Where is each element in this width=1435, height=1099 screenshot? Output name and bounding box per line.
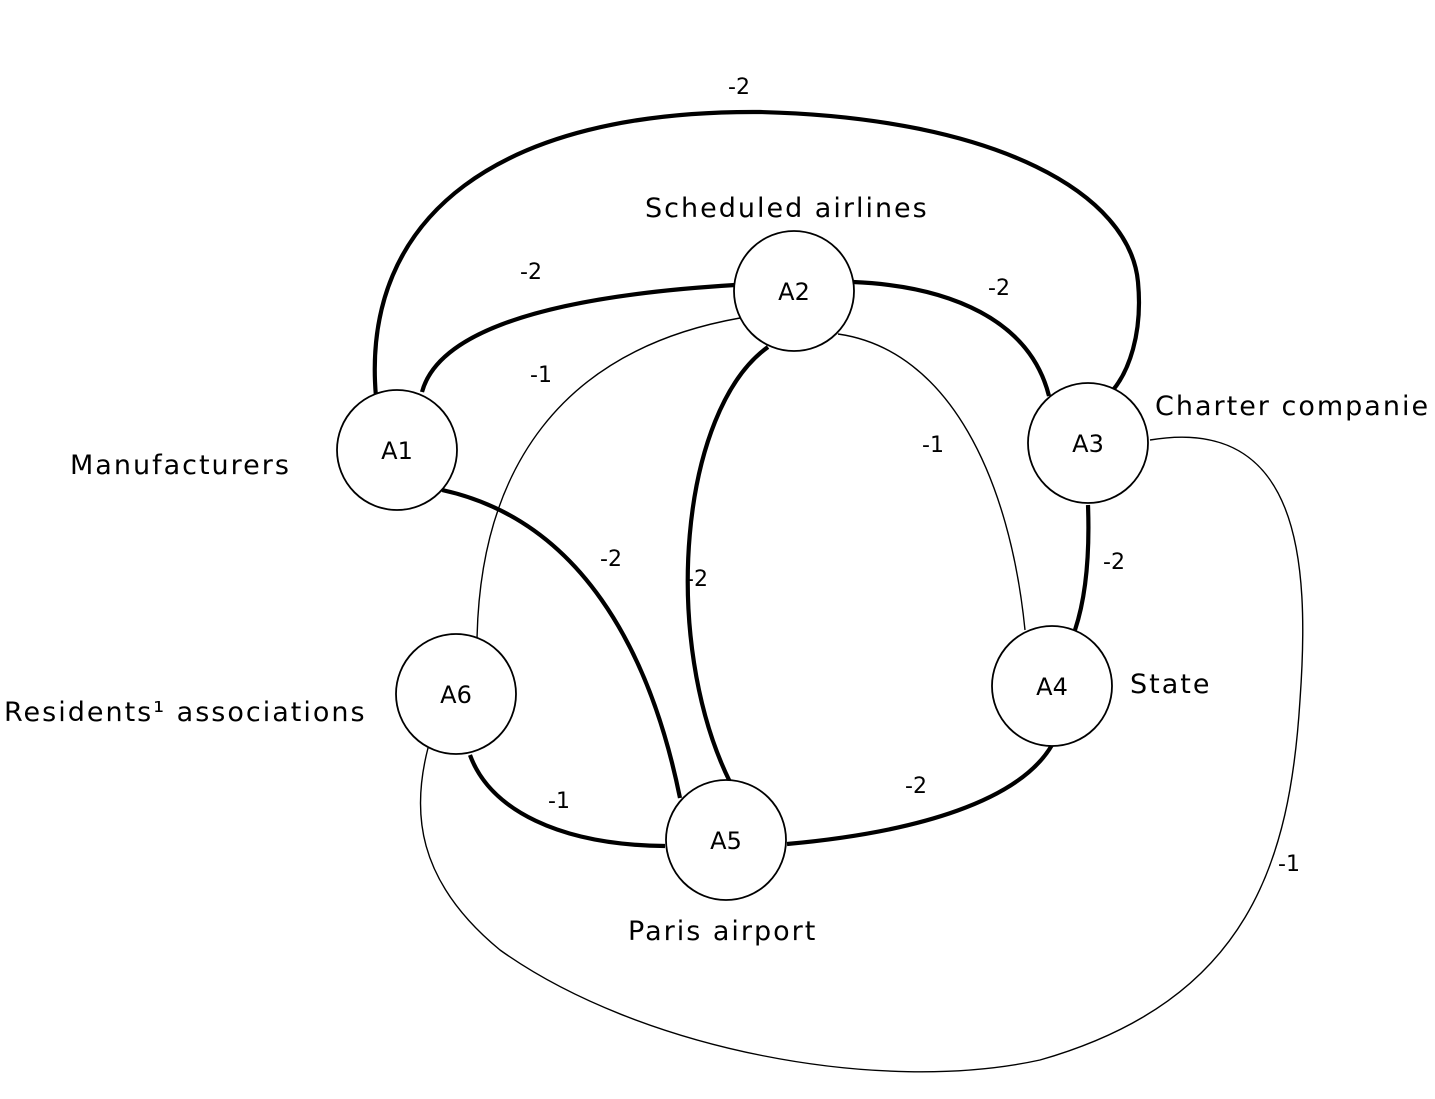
node-a4-id: A4 <box>1036 673 1068 701</box>
edge-a2-a5 <box>685 345 770 783</box>
weight-a2-a6: -1 <box>530 363 552 388</box>
node-a3-id: A3 <box>1072 430 1104 458</box>
edge-a6-a5 <box>468 754 666 849</box>
actor-label-paris-airport: Paris airport <box>628 916 817 947</box>
edge-a2-a4 <box>837 333 1026 631</box>
edge-a3-a6 <box>419 436 1304 1073</box>
edge-a2-a3 <box>852 279 1052 397</box>
node-a4-circle <box>991 625 1113 747</box>
weight-a2-a3: -2 <box>988 276 1010 301</box>
edge-a5-a4 <box>786 743 1054 847</box>
weight-a1-a5: -2 <box>600 547 622 572</box>
edge-a1-a3 <box>372 109 1141 398</box>
node-a2: A2 <box>733 230 855 352</box>
node-a6: A6 <box>395 633 517 755</box>
node-a1: A1 <box>336 389 458 511</box>
actor-label-scheduled-airlines: Scheduled airlines <box>645 193 929 224</box>
node-a6-id: A6 <box>440 681 472 709</box>
weight-a1-a3: -2 <box>728 75 750 100</box>
node-a5-circle <box>665 779 787 901</box>
weight-a2-a5: -2 <box>686 567 708 592</box>
node-a5: A5 <box>665 779 787 901</box>
node-a3-circle <box>1027 382 1149 504</box>
edge-a2-a6 <box>476 317 741 641</box>
weight-a1-a2: -2 <box>520 260 542 285</box>
edge-a1-a2 <box>419 282 736 393</box>
actor-label-charter-companies: Charter companie <box>1155 391 1430 422</box>
actor-label-manufacturers: Manufacturers <box>70 450 291 481</box>
node-a1-id: A1 <box>381 437 413 465</box>
node-a1-circle <box>336 389 458 511</box>
node-a6-circle <box>395 633 517 755</box>
weight-a5-a4: -2 <box>905 774 927 799</box>
node-a2-id: A2 <box>778 278 810 306</box>
weight-a6-a5: -1 <box>548 789 570 814</box>
node-a5-id: A5 <box>710 827 742 855</box>
weight-a2-a4: -1 <box>922 433 944 458</box>
actor-label-residents-associations: Residents¹ associations <box>4 697 367 728</box>
node-a4: A4 <box>991 625 1113 747</box>
actor-labels: Manufacturers Scheduled airlines Charter… <box>4 193 1430 947</box>
weight-a3-a6: -1 <box>1278 852 1300 877</box>
actor-label-state: State <box>1130 669 1211 700</box>
edge-a3-a4 <box>1073 504 1091 631</box>
edge-a1-a5 <box>441 487 683 799</box>
edges <box>372 109 1304 1073</box>
edge-weights: -2 -2 -1 -2 -1 -2 -2 -2 -1 -2 -1 <box>520 75 1300 877</box>
weight-a3-a4: -2 <box>1103 550 1125 575</box>
node-a2-circle <box>733 230 855 352</box>
node-a3: A3 <box>1027 382 1149 504</box>
